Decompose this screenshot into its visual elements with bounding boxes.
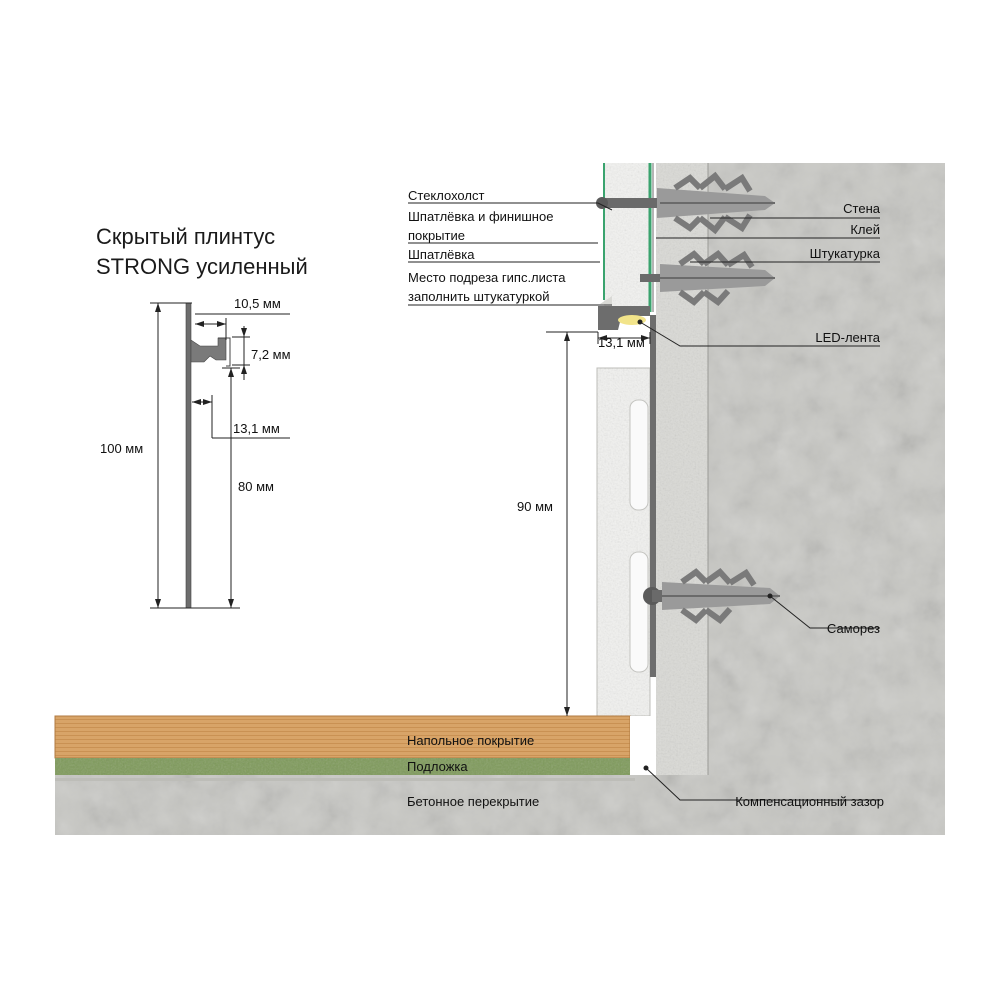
callout-glue: Клей [850,222,880,237]
compensation-gap [630,716,656,775]
gypsum-board-upper [603,163,654,313]
dim-installed-height: 90 мм [517,499,553,514]
plaster-layer [656,163,709,775]
dowel-screw-top [596,171,775,235]
dim-total-height: 100 мм [100,441,143,456]
callout-screw: Саморез [827,621,880,636]
label-underlay: Подложка [407,759,468,774]
dim-lip-height: 7,2 мм [251,347,291,362]
callout-fiberglass: Стеклохолст [408,188,484,203]
callout-putty-finish-line1: Шпатлёвка и финишное [408,209,553,224]
dim-installed-depth: 13,1 мм [598,335,645,350]
profile-dimension-lines [150,302,290,609]
dowel-screw-middle [640,250,775,306]
diagram-title-line-1: Скрытый плинтус [96,224,276,249]
label-concrete-slab: Бетонное перекрытие [407,794,539,809]
profile-dimension-arrows [155,303,247,608]
callout-led-strip: LED-лента [815,330,880,345]
installation-dimension-arrows [564,332,650,716]
callout-leader-lines [408,202,880,801]
callout-gypsum-cut-line2: заполнить штукатуркой [408,289,550,304]
callout-wall: Стена [843,201,881,216]
label-flooring: Напольное покрытие [407,733,534,748]
gypsum-board-lower [596,367,651,717]
baseboard-profile-installed [598,296,656,677]
callout-plaster: Штукатурка [810,246,881,261]
diagram-title-line-2: STRONG усиленный [96,254,308,279]
dim-depth: 13,1 мм [233,421,280,436]
flooring-layer [54,715,631,759]
dim-plate-height: 80 мм [238,479,274,494]
callout-putty-finish-line2: покрытие [408,228,465,243]
callout-putty: Шпатлёвка [408,247,475,262]
callout-compensation-gap: Компенсационный зазор [735,794,884,809]
profile-drawing [185,302,231,609]
dim-top-width: 10,5 мм [234,296,281,311]
underlay-layer [55,758,630,775]
callout-gypsum-cut-line1: Место подреза гипс.листа [408,270,566,285]
concrete-slab [55,775,945,835]
dowel-screw-bottom [643,568,780,624]
